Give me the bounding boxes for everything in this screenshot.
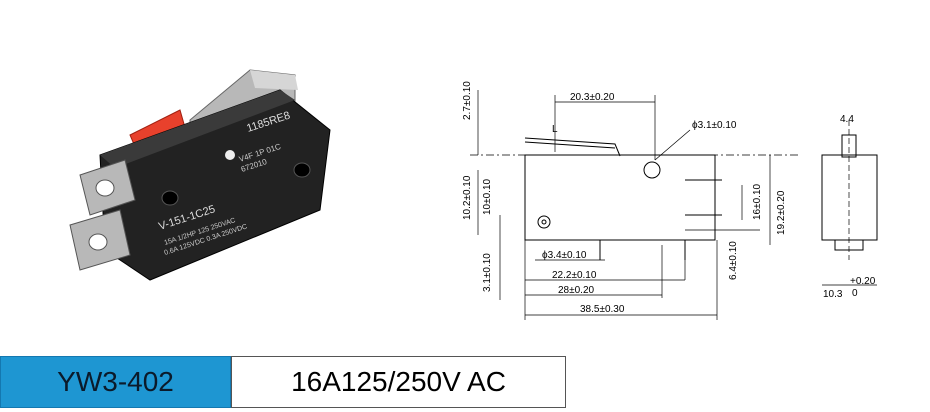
dim-L: L — [552, 124, 558, 135]
dim-28: 28±0.20 — [558, 285, 595, 296]
dim-16: 16±0.10 — [752, 183, 763, 220]
switch-product-photo: 1185RE8 V4F 1P 01C 672010 V-151-1C25 15A… — [69, 69, 331, 281]
dim-6-4: 6.4±0.10 — [728, 241, 739, 280]
end-dim-10-3: 10.3 — [823, 289, 843, 300]
dim-phi-3-4: ϕ3.4±0.10 — [542, 250, 587, 261]
rating-box: 16A125/250V AC — [231, 356, 566, 408]
dim-2-7: 2.7±0.10 — [462, 81, 473, 120]
dim-phi-3-1: ϕ3.1±0.10 — [692, 120, 737, 131]
dim-10: 10±0.10 — [482, 178, 493, 215]
mounting-hole — [537, 215, 551, 229]
dimension-drawing: 20.3±0.20 ϕ3.1±0.10 L 2.7±0.10 10.2±0.10… — [462, 81, 878, 320]
end-dim-tol-zero: 0 — [852, 288, 858, 299]
dim-19-2: 19.2±0.20 — [776, 190, 787, 235]
dim-22-2: 22.2±0.10 — [552, 270, 597, 281]
lever-roller — [643, 161, 661, 179]
switch-outline — [524, 154, 716, 241]
end-dim-4-4: 4.4 — [840, 114, 854, 125]
dim-38-5: 38.5±0.30 — [580, 304, 625, 315]
end-dim-tol-plus: +0.20 — [850, 276, 876, 287]
electrical-rating: 16A125/250V AC — [291, 366, 506, 397]
dim-3-1: 3.1±0.10 — [482, 253, 493, 292]
dim-10-2: 10.2±0.10 — [462, 175, 473, 220]
model-number: YW3-402 — [57, 366, 174, 397]
end-view-outline — [821, 154, 878, 241]
model-number-box: YW3-402 — [0, 356, 231, 408]
dim-20-3: 20.3±0.20 — [570, 92, 615, 103]
